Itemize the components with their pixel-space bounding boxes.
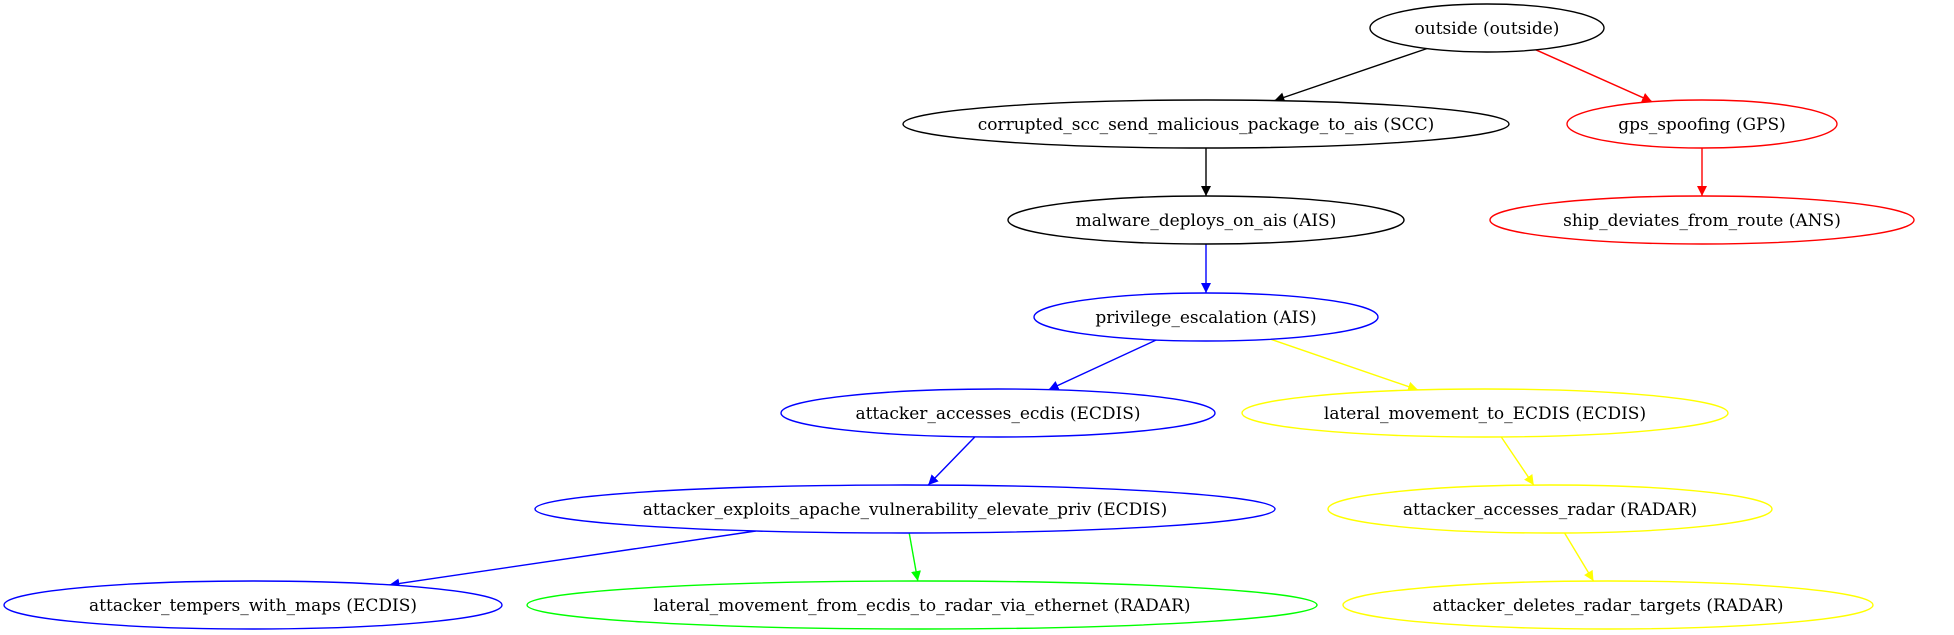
nodes-layer: outside (outside) corrupted_scc_send_mali… bbox=[3, 3, 1915, 630]
node-ellipse bbox=[3, 580, 503, 630]
node-lat_radar: lateral_movement_from_ecdis_to_radar_via… bbox=[526, 580, 1318, 630]
node-ellipse bbox=[534, 484, 1276, 534]
node-ellipse bbox=[1241, 388, 1729, 438]
node-label: privilege_escalation (AIS) bbox=[1095, 308, 1316, 328]
node-ellipse bbox=[1007, 195, 1405, 245]
edges-layer bbox=[389, 47, 1707, 589]
node-gps: gps_spoofing (GPS) bbox=[1566, 99, 1838, 149]
node-label: attacker_accesses_radar (RADAR) bbox=[1403, 500, 1697, 520]
node-label: attacker_tempers_with_maps (ECDIS) bbox=[89, 596, 417, 616]
node-ellipse bbox=[1566, 99, 1838, 149]
node-label: attacker_accesses_ecdis (ECDIS) bbox=[855, 404, 1140, 424]
edge-priv-to-ecdis_access bbox=[1048, 339, 1157, 391]
node-ellipse bbox=[1033, 292, 1379, 342]
edge-outside-to-gps bbox=[1535, 49, 1653, 103]
node-scc: corrupted_scc_send_malicious_package_to_… bbox=[902, 99, 1510, 149]
node-ellipse bbox=[1489, 195, 1915, 245]
node-ellipse bbox=[526, 580, 1318, 630]
node-ellipse bbox=[1342, 580, 1874, 630]
node-radar_delete: attacker_deletes_radar_targets (RADAR) bbox=[1342, 580, 1874, 630]
edge-apache-to-maps bbox=[389, 530, 756, 589]
edge-lat_ecdis-to-radar_access bbox=[1500, 436, 1535, 486]
node-outside: outside (outside) bbox=[1369, 3, 1605, 53]
node-label: ship_deviates_from_route (ANS) bbox=[1563, 211, 1841, 231]
node-lat_ecdis: lateral_movement_to_ECDIS (ECDIS) bbox=[1241, 388, 1729, 438]
node-ecdis_access: attacker_accesses_ecdis (ECDIS) bbox=[780, 388, 1216, 438]
node-ellipse bbox=[1369, 3, 1605, 53]
edge-apache-to-lat_radar bbox=[908, 532, 921, 582]
node-ellipse bbox=[1327, 484, 1773, 534]
node-label: outside (outside) bbox=[1415, 19, 1560, 39]
node-radar_access: attacker_accesses_radar (RADAR) bbox=[1327, 484, 1773, 534]
node-priv: privilege_escalation (AIS) bbox=[1033, 292, 1379, 342]
node-malware: malware_deploys_on_ais (AIS) bbox=[1007, 195, 1405, 245]
node-label: attacker_exploits_apache_vulnerability_e… bbox=[643, 500, 1168, 520]
node-label: attacker_deletes_radar_targets (RADAR) bbox=[1433, 596, 1784, 616]
node-apache: attacker_exploits_apache_vulnerability_e… bbox=[534, 484, 1276, 534]
node-ellipse bbox=[902, 99, 1510, 149]
node-label: gps_spoofing (GPS) bbox=[1618, 115, 1786, 135]
node-maps: attacker_tempers_with_maps (ECDIS) bbox=[3, 580, 503, 630]
edge-priv-to-lat_ecdis bbox=[1270, 338, 1419, 392]
edge-ecdis_access-to-apache bbox=[927, 436, 976, 486]
node-label: malware_deploys_on_ais (AIS) bbox=[1076, 211, 1337, 231]
node-label: corrupted_scc_send_malicious_package_to_… bbox=[978, 115, 1435, 135]
edge-radar_access-to-radar_delete bbox=[1563, 532, 1595, 582]
node-ans: ship_deviates_from_route (ANS) bbox=[1489, 195, 1915, 245]
node-label: lateral_movement_to_ECDIS (ECDIS) bbox=[1324, 404, 1646, 424]
node-label: lateral_movement_from_ecdis_to_radar_via… bbox=[653, 596, 1190, 616]
node-ellipse bbox=[780, 388, 1216, 438]
edge-outside-to-scc bbox=[1274, 47, 1428, 103]
